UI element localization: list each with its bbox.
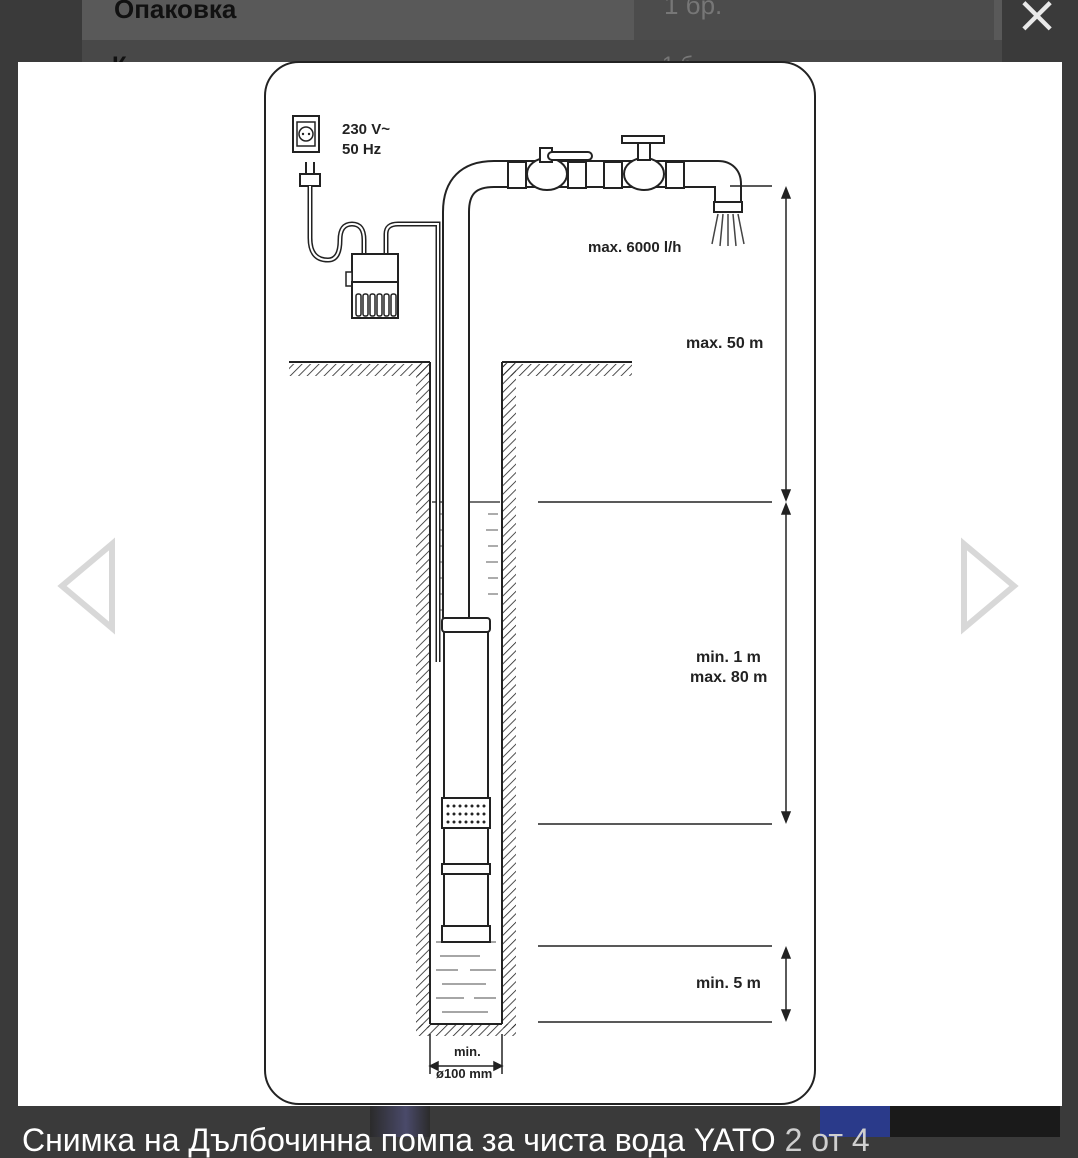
close-icon: ×	[1015, 0, 1059, 45]
ground-surface	[289, 361, 632, 376]
dimension-lines	[428, 185, 792, 1074]
lightbox-image: 230 V~ 50 Hz	[18, 61, 1062, 1106]
caption-bar: Снимка на Дълбочинна помпа за чиста вода…	[0, 1106, 1078, 1156]
image-caption: Снимка на Дълбочинна помпа за чиста вода…	[22, 1124, 870, 1156]
next-image-button[interactable]	[960, 537, 1020, 635]
well-shaft	[416, 362, 516, 1036]
caption-text: Снимка на Дълбочинна помпа за чиста вода…	[22, 1122, 776, 1158]
spec-value-packaging: 1 бр.	[634, 0, 994, 40]
control-box	[345, 253, 399, 319]
diagram-frame	[264, 61, 816, 1105]
background-spec-row: Опаковка 1 бр.	[82, 0, 1002, 40]
socket-frequency: 50 Hz	[342, 141, 381, 158]
diameter-label-2: ø100 mm	[436, 1066, 492, 1081]
previous-image-button[interactable]	[56, 537, 116, 635]
submersible-pump	[441, 617, 491, 943]
image-counter: 2 от 4	[784, 1122, 870, 1158]
depth-label-max: max. 80 m	[690, 669, 767, 686]
bottom-label: min. 5 m	[696, 975, 761, 992]
riser-pipe	[442, 135, 745, 618]
pump-installation-diagram: 230 V~ 50 Hz	[264, 61, 816, 1105]
background-spec-row-2: К 1 б	[82, 40, 1002, 79]
depth-label-min: min. 1 m	[696, 649, 761, 666]
chevron-left-icon	[57, 537, 115, 635]
height-label: max. 50 m	[686, 335, 763, 352]
socket-voltage: 230 V~	[342, 121, 390, 138]
chevron-right-icon	[961, 537, 1019, 635]
close-button[interactable]: ×	[1012, 0, 1062, 41]
flow-label: max. 6000 l/h	[588, 239, 681, 256]
power-socket	[292, 115, 320, 153]
background-thumbnail	[370, 1106, 430, 1137]
diameter-label-1: min.	[454, 1044, 481, 1059]
water-stream	[711, 213, 745, 247]
plug-and-cable	[299, 162, 441, 662]
background-thumbnail-2	[820, 1106, 1060, 1137]
spec-label-packaging: Опаковка	[114, 0, 237, 24]
